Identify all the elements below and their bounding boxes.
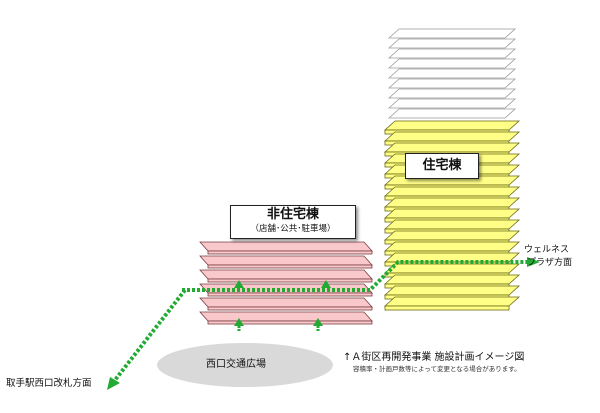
- pedestrian-route-lines: [107, 257, 540, 390]
- non-residential-floor-6-edge: [207, 320, 373, 325]
- wellness-plaza-label-line2: プラザ方面: [527, 258, 573, 268]
- residential-outline-floor-4-top: [387, 58, 517, 69]
- non-residential-floor-5-edge: [207, 306, 373, 311]
- non-residential-floor-3-top: [199, 269, 373, 280]
- residential-floor-1-top: [383, 120, 521, 131]
- non-residential-floor-2-edge: [207, 264, 373, 269]
- non-residential-subtitle: （店舗･公共･駐車場）: [250, 224, 336, 234]
- residential-outline-floor-9-top: [387, 108, 517, 119]
- residential-outline-floor-7-top: [387, 88, 517, 99]
- residential-floor-17-top: [383, 296, 521, 307]
- arrow-head-upper-left: [234, 280, 244, 288]
- residential-floor-11-top: [383, 230, 521, 241]
- caption-note: 容積率・計画戸数等によって変更となる場合があります。: [353, 365, 521, 373]
- residential-outline-floor-8-top: [387, 98, 517, 109]
- residential-floor-2-top: [383, 131, 521, 142]
- route-main-deck: [182, 260, 528, 292]
- arrow-head-wellness: [527, 257, 540, 267]
- residential-floor-10-top: [383, 219, 521, 230]
- residential-floor-16-top: [383, 285, 521, 296]
- arrow-head-lower-right: [313, 318, 323, 326]
- residential-outline-floor-5-top: [387, 68, 517, 79]
- non-residential-building-floors: [199, 241, 373, 325]
- non-residential-title: 非住宅棟: [266, 207, 319, 222]
- residential-tower-upper-outline-floors: [387, 28, 517, 119]
- residential-label-box: 住宅棟: [405, 153, 479, 179]
- residential-outline-floor-2-top: [387, 38, 517, 49]
- non-residential-floor-3-edge: [207, 278, 373, 283]
- non-residential-floor-6-top: [199, 311, 373, 322]
- residential-tower-yellow-floors: [383, 120, 521, 311]
- non-residential-floor-1-top: [199, 241, 373, 252]
- wellness-plaza-label-line1: ウェルネス: [524, 245, 570, 255]
- residential-floor-8-top: [383, 197, 521, 208]
- residential-floor-9-top: [383, 208, 521, 219]
- west-exit-transport-plaza: [157, 343, 333, 387]
- residential-floor-3-top: [383, 142, 521, 153]
- residential-floor-12-top: [383, 241, 521, 252]
- arrow-head-station: [107, 377, 120, 390]
- non-residential-floor-5-top: [199, 297, 373, 308]
- residential-outline-floor-3-top: [387, 48, 517, 59]
- non-residential-floor-4-top: [199, 283, 373, 294]
- route-to-station: [113, 288, 187, 382]
- residential-floor-14-top: [383, 263, 521, 274]
- residential-title: 住宅棟: [422, 158, 462, 173]
- residential-floor-15-top: [383, 274, 521, 285]
- residential-floor-7-top: [383, 186, 521, 197]
- non-residential-floor-4-edge: [207, 292, 373, 297]
- residential-outline-floor-1-top: [387, 28, 517, 39]
- station-west-exit-label: 取手駅西口改札方面: [6, 378, 92, 389]
- residential-floor-17-edge: [384, 305, 510, 311]
- transport-plaza-label: 西口交通広場: [206, 359, 266, 370]
- non-residential-floor-2-top: [199, 255, 373, 266]
- arrow-head-upper-right: [321, 280, 331, 288]
- arrow-head-lower-left: [234, 318, 244, 326]
- caption-title: ↑Ａ街区再開発事業 施設計画イメージ図: [343, 352, 525, 363]
- residential-outline-floor-6-top: [387, 78, 517, 89]
- non-residential-label-box: 非住宅棟 （店舗･公共･駐車場）: [230, 205, 356, 239]
- non-residential-floor-1-edge: [207, 250, 373, 255]
